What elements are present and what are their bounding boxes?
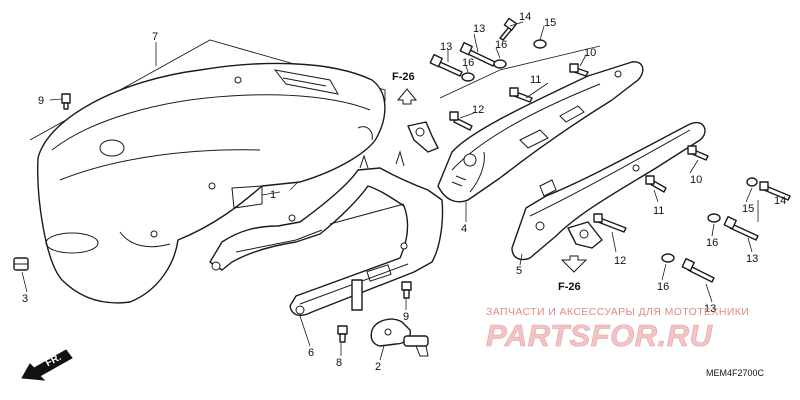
bolt-13-lower-a xyxy=(723,215,759,241)
callout-13-upper-b: 13 xyxy=(440,41,452,53)
bolt-12-upper xyxy=(449,111,473,131)
callout-12-upper: 12 xyxy=(472,104,484,116)
arrow-down-icon xyxy=(560,255,588,273)
bolt-13-upper-b xyxy=(429,53,463,77)
bolt-13-lower-b xyxy=(681,257,715,283)
callout-9-lower: 9 xyxy=(403,311,409,323)
watermark-caption: ЗАПЧАСТИ И АКСЕССУАРЫ ДЛЯ МОТОТЕХНИКИ xyxy=(486,306,750,318)
callout-16-upper-a: 16 xyxy=(495,39,507,51)
nut-3 xyxy=(13,257,29,271)
washer-15-upper xyxy=(533,39,547,49)
bolt-14-lower xyxy=(759,181,791,201)
bolt-13-upper-a xyxy=(459,41,496,67)
washer-16-lower-a xyxy=(707,213,721,223)
bolt-11-upper xyxy=(509,87,533,103)
callout-8: 8 xyxy=(336,357,342,369)
callout-16-lower-b: 16 xyxy=(657,281,669,293)
bolt-12-lower xyxy=(593,213,627,233)
washer-16-upper-b xyxy=(461,72,475,82)
diagram-code: MEM4F2700C xyxy=(706,368,765,378)
callout-12-lower: 12 xyxy=(614,255,626,267)
callout-13-upper-a: 13 xyxy=(473,23,485,35)
mount-bracket-lower xyxy=(567,221,603,249)
bolt-8 xyxy=(337,325,348,343)
leader-lines xyxy=(21,21,759,361)
side-cover-right xyxy=(511,121,706,261)
bolt-10-lower xyxy=(687,145,709,161)
callout-14-lower: 14 xyxy=(774,195,786,207)
watermark-logo: PARTSFOR.RU xyxy=(486,318,713,354)
seat-lock xyxy=(351,279,429,357)
callout-7: 7 xyxy=(152,31,158,43)
callout-10-upper: 10 xyxy=(584,47,596,59)
bolt-9-lower xyxy=(401,281,412,299)
front-arrow-icon xyxy=(21,349,73,381)
callout-9-upper: 9 xyxy=(38,95,44,107)
callout-6: 6 xyxy=(308,347,314,359)
washer-16-lower-b xyxy=(661,253,675,263)
callout-4: 4 xyxy=(461,223,467,235)
bolt-10-upper xyxy=(569,63,589,77)
callout-13-lower-b: 13 xyxy=(704,303,716,315)
ref-f26-top: F-26 xyxy=(392,71,415,83)
callout-2: 2 xyxy=(375,361,381,373)
washer-16-upper-a xyxy=(493,59,507,69)
bolt-9-upper xyxy=(61,93,71,110)
callout-13-lower-a: 13 xyxy=(746,253,758,265)
callout-15-upper: 15 xyxy=(544,17,556,29)
callout-5: 5 xyxy=(516,265,522,277)
callout-10-lower: 10 xyxy=(690,174,702,186)
callout-1: 1 xyxy=(270,189,276,201)
callout-3: 3 xyxy=(22,293,28,305)
callout-16-lower-a: 16 xyxy=(706,237,718,249)
callout-14-upper: 14 xyxy=(519,11,531,23)
callout-16-upper-b: 16 xyxy=(462,57,474,69)
callout-15-lower: 15 xyxy=(742,203,754,215)
grab-rail-frame xyxy=(209,150,444,317)
washer-15-lower xyxy=(746,177,758,187)
seat-cowl xyxy=(37,62,386,304)
mount-bracket-upper xyxy=(407,121,439,153)
ref-f26-bottom: F-26 xyxy=(558,281,581,293)
callout-11-lower: 11 xyxy=(653,205,664,217)
bolt-14-upper xyxy=(499,17,518,41)
side-cover-left xyxy=(437,61,644,203)
arrow-up-icon xyxy=(396,88,418,105)
bolt-11-lower xyxy=(645,175,667,193)
callout-11-upper: 11 xyxy=(530,74,541,86)
